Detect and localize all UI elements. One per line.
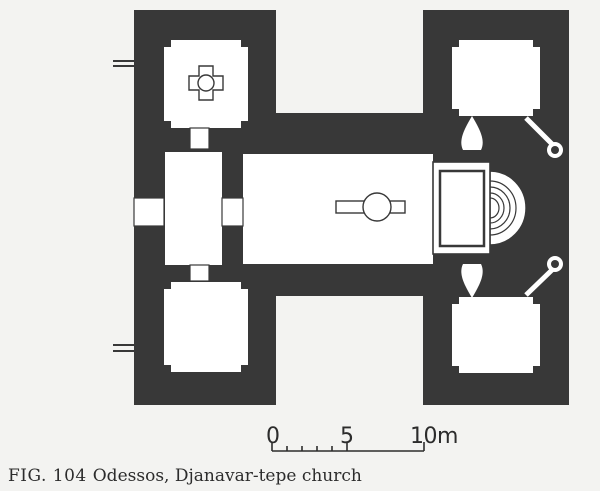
bema	[432, 161, 491, 255]
door-south	[189, 264, 210, 282]
west-wall-stubs	[113, 60, 134, 352]
door-north	[189, 127, 210, 150]
west-door	[133, 197, 165, 227]
narthex	[165, 152, 222, 265]
niches	[461, 116, 483, 298]
chamber-north-east	[452, 40, 540, 116]
scale-label-10m: 10m	[410, 424, 458, 449]
courtyards	[276, 10, 423, 405]
figure-title: Odessos, Djanavar-tepe church	[92, 466, 362, 486]
niche-north	[461, 116, 483, 150]
figure-label: FIG. 104	[8, 466, 87, 486]
pilasters	[164, 40, 540, 373]
altar-table	[438, 169, 486, 248]
nave-feature	[335, 192, 406, 222]
cruciform-font	[188, 65, 224, 101]
scale-label-5: 5	[340, 424, 354, 449]
scale-label-0: 0	[266, 424, 280, 449]
niche-south	[461, 264, 483, 298]
scale-bar	[271, 442, 425, 452]
narthex-nave-door	[221, 197, 244, 227]
chamber-south-west	[164, 282, 248, 372]
sanctuary	[432, 161, 527, 255]
chamber-south-east	[452, 297, 540, 373]
east-features	[524, 116, 563, 297]
doorways	[133, 127, 244, 282]
